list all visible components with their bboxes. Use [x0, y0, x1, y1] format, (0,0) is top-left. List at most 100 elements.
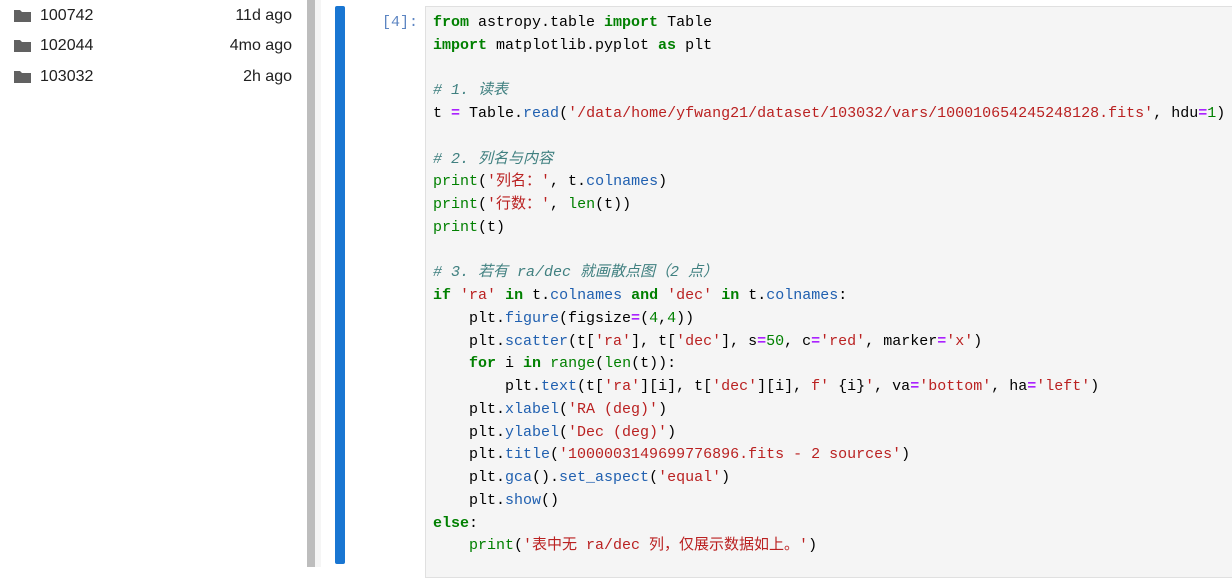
- code-token: 'ra': [604, 378, 641, 395]
- code-line: [433, 126, 1225, 149]
- code-token: # 3. 若有 ra/dec 就画散点图（2 点）: [433, 264, 719, 282]
- folder-modified: 11d ago: [235, 6, 292, 24]
- code-token: show: [505, 491, 542, 509]
- code-token: # 2. 列名与内容: [433, 150, 554, 168]
- code-token: [433, 355, 469, 372]
- sidebar-resize-handle[interactable]: [307, 0, 315, 567]
- code-token: plt.: [433, 400, 506, 418]
- code-token: 'red': [820, 332, 866, 350]
- code-token: ,: [658, 309, 668, 327]
- code-token: 'ra': [595, 332, 632, 350]
- code-token: =: [811, 332, 821, 350]
- code-token: i: [496, 355, 524, 373]
- code-line: plt.show(): [433, 490, 1225, 513]
- code-token: ): [658, 400, 668, 418]
- code-line: else:: [433, 513, 1225, 536]
- code-token: :: [469, 514, 479, 532]
- code-token: 'dec': [667, 287, 713, 304]
- active-cell-indicator[interactable]: [335, 6, 345, 564]
- code-token: ): [658, 173, 668, 191]
- code-token: :: [838, 287, 848, 304]
- code-token: (: [640, 309, 650, 327]
- code-token: else: [433, 514, 470, 532]
- code-token: ): [901, 446, 911, 464]
- code-token: [433, 537, 469, 554]
- code-cell-editor[interactable]: [425, 6, 1232, 578]
- code-token: text: [541, 378, 578, 395]
- code-token: (t): [478, 218, 506, 236]
- code-token: (: [559, 400, 569, 418]
- code-token: =: [937, 332, 947, 350]
- code-token: 'dec': [676, 332, 722, 350]
- code-token: (: [478, 173, 488, 191]
- code-token: , t.: [550, 173, 587, 191]
- folder-row[interactable]: 103032 2h ago: [0, 61, 300, 92]
- code-token: colnames: [550, 287, 623, 304]
- code-token: ): [1216, 105, 1226, 122]
- code-token: 'bottom': [919, 378, 992, 395]
- folder-row[interactable]: 100742 11d ago: [0, 0, 300, 31]
- code-token: ): [1090, 378, 1100, 395]
- code-line: t = Table.read('/data/home/yfwang21/data…: [433, 103, 1225, 126]
- code-token: print: [433, 218, 479, 236]
- code-line: plt.text(t['ra'][i], t['dec'][i], f' {i}…: [433, 376, 1225, 399]
- code-token: 'x': [946, 332, 974, 350]
- code-token: colnames: [766, 287, 839, 304]
- code-token: '行数：': [487, 196, 551, 213]
- code-token: (): [541, 491, 560, 509]
- code-token: (figsize: [559, 309, 632, 327]
- code-token: , ha: [991, 378, 1028, 395]
- code-token: print: [469, 537, 515, 555]
- code-token: (t)): [595, 196, 632, 213]
- code-token: figure: [505, 309, 560, 327]
- code-token: [712, 287, 721, 304]
- code-token: (: [514, 537, 524, 555]
- code-token: =: [1027, 378, 1037, 395]
- code-token: plt.: [433, 423, 506, 441]
- code-line: import matplotlib.pyplot as plt: [433, 35, 1225, 58]
- code-token: matplotlib.pyplot: [487, 36, 659, 54]
- code-line: if 'ra' in t.colnames and 'dec' in t.col…: [433, 285, 1225, 308]
- code-token: 1: [1207, 105, 1217, 122]
- code-token: t.: [739, 287, 767, 304]
- code-token: 'dec': [712, 378, 758, 395]
- code-token: (: [559, 423, 569, 441]
- code-token: from: [433, 14, 470, 31]
- folder-row[interactable]: 102044 4mo ago: [0, 30, 300, 61]
- code-token: ], s: [721, 332, 758, 350]
- code-token: as: [658, 36, 677, 54]
- code-token: 50: [766, 332, 785, 350]
- code-token: xlabel: [505, 400, 560, 418]
- code-token: (: [559, 105, 569, 122]
- code-token: astropy.table: [469, 14, 605, 31]
- code-token: print: [433, 196, 479, 213]
- code-token: plt.: [433, 378, 542, 395]
- code-token: title: [505, 446, 551, 464]
- code-token: {i}: [838, 378, 866, 395]
- code-token: =: [631, 309, 641, 327]
- code-token: 'Dec (deg)': [568, 423, 668, 441]
- code-token: , va: [874, 378, 911, 395]
- code-token: len: [604, 355, 632, 373]
- code-token: =: [757, 332, 767, 350]
- code-token: plt.: [433, 309, 506, 327]
- code-token: ): [973, 332, 983, 350]
- folder-icon: [14, 10, 31, 22]
- code-token: import: [433, 36, 488, 54]
- code-token: , marker: [865, 332, 938, 350]
- code-token: plt.: [433, 332, 506, 350]
- code-token: '1000003149699776896.fits - 2 sources': [559, 446, 902, 464]
- code-token: import: [604, 14, 659, 31]
- code-token: Table: [658, 14, 713, 31]
- code-token: 'RA (deg)': [568, 400, 659, 418]
- code-token: plt.: [433, 446, 506, 464]
- code-token: [658, 287, 667, 304]
- code-line: # 1. 读表: [433, 80, 1225, 103]
- code-token: len: [568, 196, 596, 213]
- code-token: ][i],: [757, 378, 812, 395]
- code-token: '列名：': [487, 173, 551, 191]
- code-token: 4: [667, 309, 677, 327]
- code-line: # 2. 列名与内容: [433, 149, 1225, 172]
- code-token: (t[: [577, 378, 605, 395]
